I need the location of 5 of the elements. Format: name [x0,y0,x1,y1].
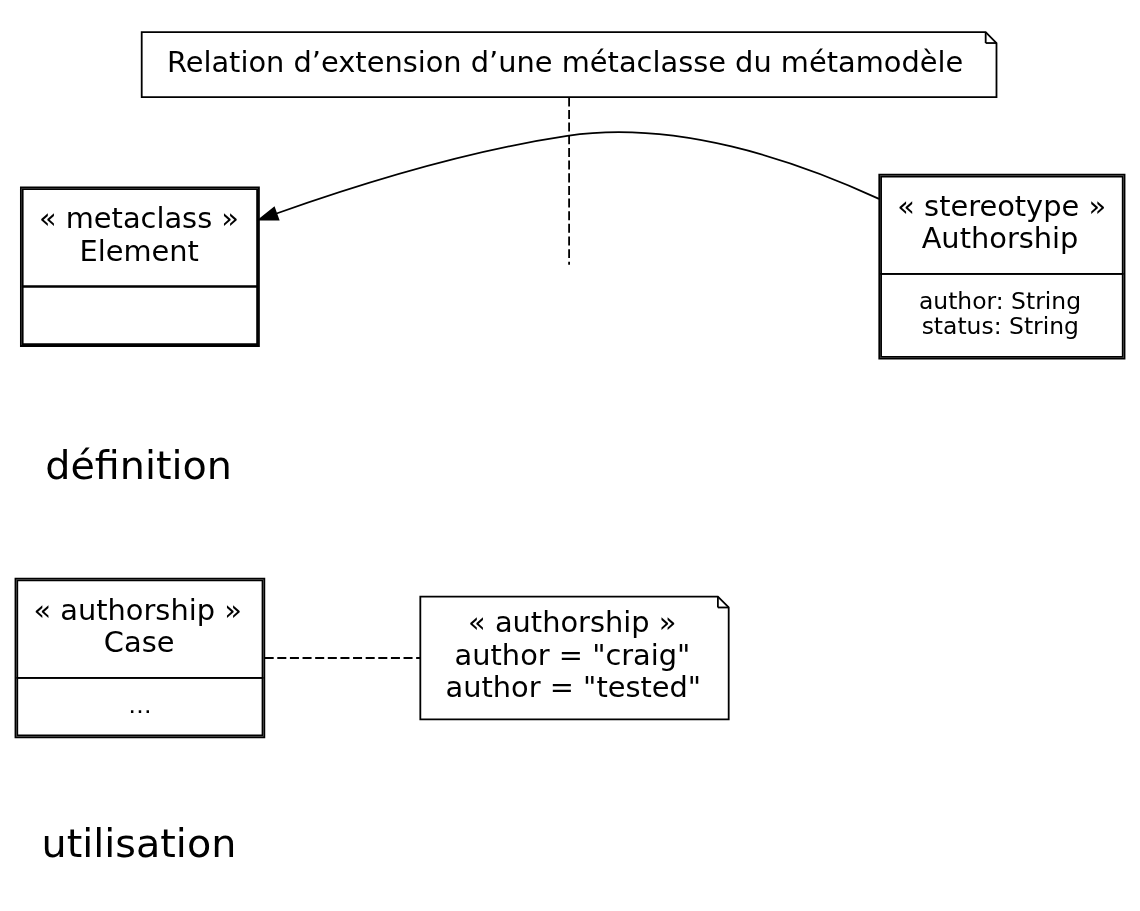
arrow [256,130,880,221]
connector [568,96,570,266]
label: définition [45,441,232,488]
label: utilisation [41,819,237,866]
connector [263,656,422,659]
